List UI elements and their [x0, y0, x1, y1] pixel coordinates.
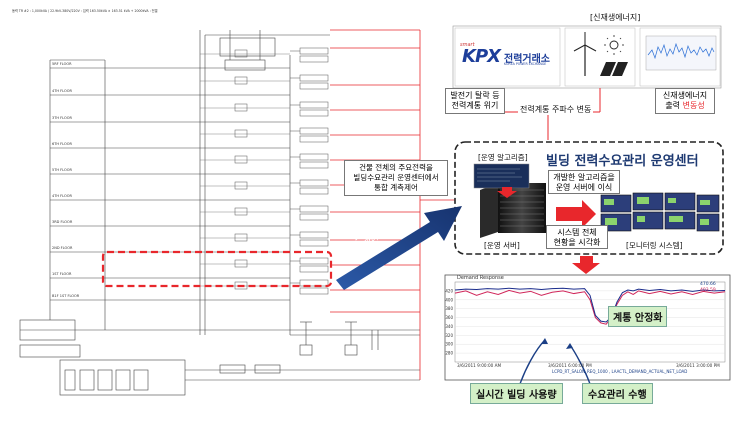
panel-box [299, 231, 329, 239]
panel-box [299, 153, 329, 161]
frequency-label: 전력계통 주파수 변동 [518, 104, 594, 115]
breaker-box [234, 129, 248, 138]
panel-box [299, 213, 329, 221]
grid-crisis-callout: 발전기 탈락 등 전력계통 위기 [445, 88, 505, 114]
floor-label: 3TH FLOOR [52, 116, 72, 120]
series-line [454, 287, 726, 323]
server-label: [운영 서버] [484, 241, 520, 250]
algo-tag: [운영 알고리즘] [478, 153, 528, 162]
chart-series [454, 287, 726, 325]
panel-box [299, 187, 329, 195]
renewable-title: [신재생에너지] [590, 13, 641, 22]
floor-label: 2ND FLOOR [52, 246, 73, 250]
breaker-box [234, 259, 248, 268]
algorithm-screenshot [473, 163, 530, 189]
panel-box [299, 74, 329, 82]
panel-box [299, 287, 329, 295]
breaker-box [234, 233, 248, 242]
kpx-sub: KOREA POWER EXCHANGE [504, 62, 547, 66]
breaker-box [234, 207, 248, 216]
panel-box [299, 55, 329, 63]
building-note: 건물 전체의 주요전력을 빌딩수요관리 운영센터에서 통합 계측제어 [344, 160, 448, 196]
center-to-chart-arrow [572, 256, 600, 274]
chart-bottom-legend: LCPD_RT_SALON_REQ_1000 , LAACTL_DEMAND_A… [552, 369, 688, 374]
floor-label: 4TH FLOOR [52, 194, 72, 198]
floor-label: 1ST FLOOR [52, 272, 72, 276]
dr-label: 수요관리 수행 [582, 383, 653, 404]
second-floor-highlight [101, 250, 333, 288]
panel-box [299, 265, 329, 273]
chart-legend-a: 470.66 [700, 282, 716, 287]
panel-box [299, 135, 329, 143]
floor-label: B1F 1ST FLOOR [52, 294, 80, 298]
breaker-box [234, 76, 248, 85]
monitor-wall-icon [600, 192, 720, 232]
stability-label: 계통 안정화 [608, 306, 668, 327]
red-feeder-lines [330, 29, 455, 380]
floor-label: 4TH FLOOR [52, 89, 72, 93]
series-line [454, 289, 726, 325]
y-tick-label: 380 [445, 306, 453, 311]
panel-box [299, 109, 329, 117]
breaker-box [234, 281, 248, 290]
visual-note: 시스템 전체 현황을 시각화 [546, 225, 608, 249]
center-title: 빌딩 전력수요관리 운영센터 [546, 154, 699, 169]
renewable-panel [452, 25, 722, 89]
chart-legend-b: 403.59 [700, 288, 716, 293]
chart-time-mid: 3/6/2011 6:00:00 PM [548, 363, 592, 368]
panel-box [299, 239, 329, 247]
panel-box [299, 257, 329, 265]
y-tick-label: 320 [445, 333, 453, 338]
panel-box [299, 179, 329, 187]
y-tick-label: 340 [445, 324, 453, 329]
floor-label: 6TH FLOOR [52, 142, 72, 146]
chart-y-ticks: 420 400 380 360 340 320 300 280 [445, 288, 453, 355]
y-tick-label: 400 [445, 297, 453, 302]
algo-down-arrow [497, 187, 517, 198]
kpx-logo: KPX [462, 46, 501, 67]
chart-time-left: 3/6/2011 9:00:00 AM [457, 363, 502, 368]
realtime-label: 실시간 빌딩 사용량 [470, 383, 563, 404]
panel-box [299, 127, 329, 135]
chart-title: Demand Response [457, 275, 504, 281]
electrical-room [19, 319, 420, 396]
algo-note: 개발한 알고리즘을 운영 서버에 이식 [548, 170, 620, 194]
floor-label: 5TH FLOOR [52, 168, 72, 172]
kpx-name: 전력거래소 [504, 54, 550, 65]
panel-box [299, 205, 329, 213]
panel-box [299, 101, 329, 109]
panel-box [299, 161, 329, 169]
wiring-diagram [49, 30, 330, 335]
breaker-box [234, 155, 248, 164]
header-note: 동력 TR #2 : 1,000kVA / 22.9kV-380V/220V :… [12, 9, 158, 13]
panel-box [299, 82, 329, 90]
floor-label: 3RD FLOOR [52, 220, 73, 224]
floor-label: 5RF FLOOR [52, 62, 72, 66]
y-tick-label: 420 [445, 288, 453, 293]
red-right-arrow [556, 200, 596, 228]
diagonal-arrow [336, 206, 462, 290]
breaker-box [234, 103, 248, 112]
breaker-box [234, 181, 248, 190]
monitor-label: [모니터링 시스템] [626, 241, 683, 250]
chart-time-right: 3/6/2011 3:00:00 PM [676, 363, 720, 368]
y-tick-label: 280 [445, 351, 453, 356]
kpx-smart: smart [460, 42, 475, 48]
breaker-box [234, 49, 248, 58]
panel-box [299, 47, 329, 55]
y-tick-label: 360 [445, 315, 453, 320]
floor-rows [50, 47, 329, 301]
y-tick-label: 300 [445, 342, 453, 347]
